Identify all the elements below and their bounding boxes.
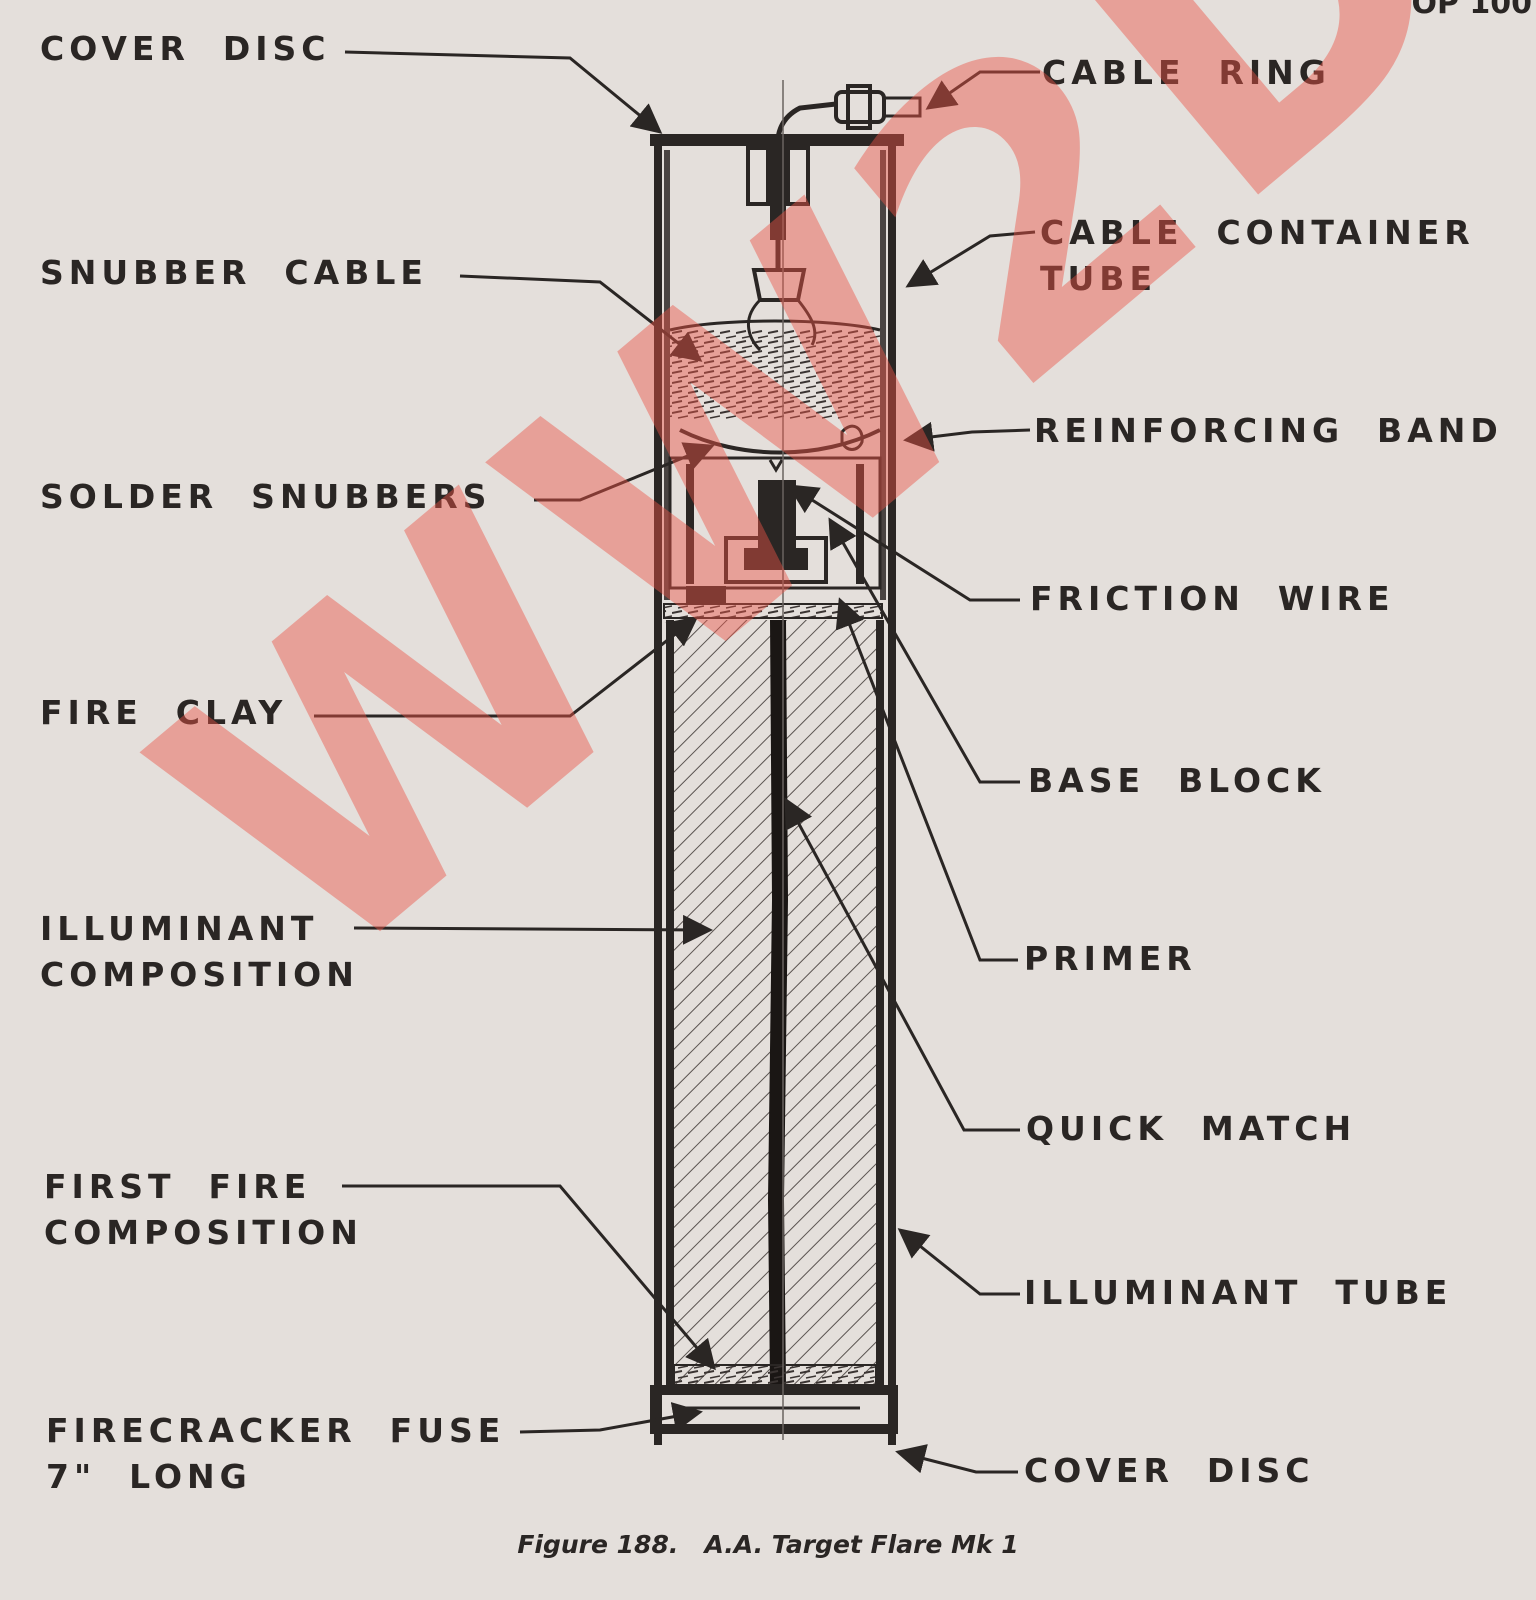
snubber-cable-coil-shape [669,298,881,455]
label-cover-disc-bottom: COVER DISC [1024,1451,1315,1490]
bottom-cover-disc-shape [650,1385,898,1434]
leader-firecracker-fuse [519,1402,703,1434]
label-friction-wire: FRICTION WIRE [1030,579,1395,618]
leader-illuminant-tube [897,1228,1020,1296]
cable-fitting-shape [746,101,837,302]
leader-illuminant-composition [353,914,713,945]
label-snubber-cable: SNUBBER CABLE [40,253,428,292]
leader-solder-snubbers [534,442,715,502]
label-illuminant-composition: ILLUMINANT COMPOSITION [40,909,359,994]
label-first-fire-composition: FIRST FIRE COMPOSITION [44,1167,363,1252]
cable-container-tube-shape [654,140,896,1445]
label-quick-match: QUICK MATCH [1026,1109,1357,1148]
leader-base-block [828,517,1020,784]
label-cable-container-tube: CABLE CONTAINER TUBE [1040,213,1475,298]
leader-fire-clay [314,616,699,718]
label-cover-disc-top: COVER DISC [40,29,331,68]
label-cable-ring: CABLE RING [1042,53,1331,92]
base-block-shape [668,456,882,604]
leader-cover-disc-bottom [895,1444,1018,1474]
first-fire-composition-layer [673,1364,877,1386]
leader-reinforcing-band [903,421,1031,452]
label-firecracker-fuse: FIRECRACKER FUSE 7" LONG [46,1411,506,1496]
leader-lines [314,50,1040,1474]
leader-primer [835,597,1018,962]
leader-cable-container-tube [905,230,1036,288]
leader-snubber-cable [459,274,703,362]
fire-clay-layer [663,603,883,619]
figure-caption: Figure 188. A.A. Target Flare Mk 1 [517,1530,1019,1559]
leader-first-fire-composition [342,1184,716,1371]
leader-cover-disc-top [344,50,663,134]
cable-ring-shape [834,84,922,130]
label-solder-snubbers: SOLDER SNUBBERS [40,477,492,516]
label-illuminant-tube: ILLUMINANT TUBE [1024,1273,1453,1312]
label-primer: PRIMER [1024,939,1197,978]
label-base-block: BASE BLOCK [1028,761,1326,800]
leader-quick-match [784,797,1020,1132]
label-fire-clay: FIRE CLAY [40,693,288,732]
leader-cable-ring [925,70,1040,110]
quick-match-line [767,619,789,1386]
page-number-fragment: OP 100 [1411,0,1532,21]
label-reinforcing-band: REINFORCING BAND [1034,411,1503,450]
